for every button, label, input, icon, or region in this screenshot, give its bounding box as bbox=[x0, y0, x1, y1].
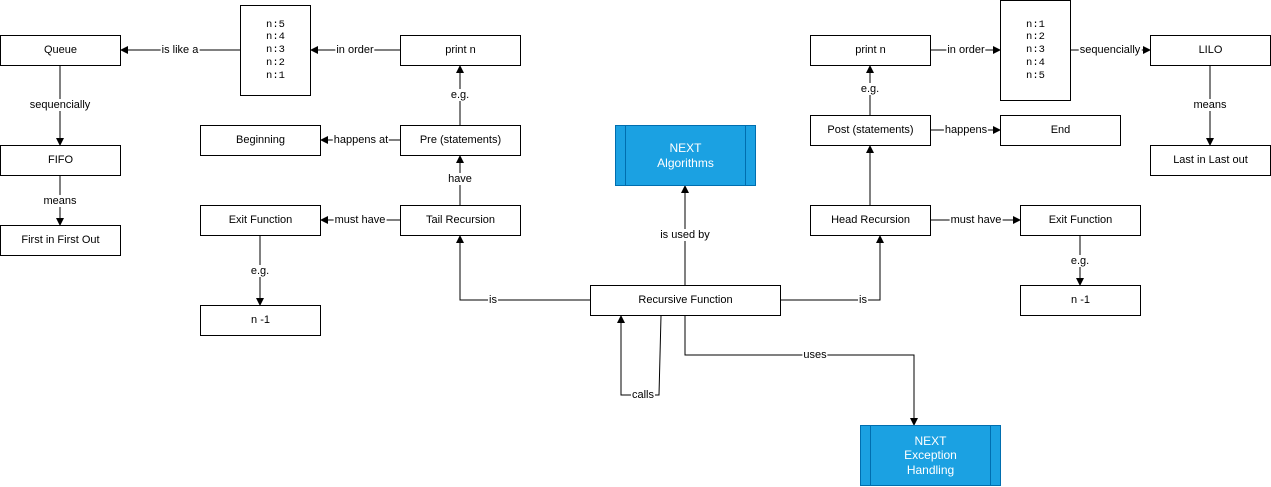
label-means-right: means bbox=[1192, 99, 1228, 111]
stack-right-item: n:4 bbox=[1026, 56, 1045, 69]
stack-right-item: n:5 bbox=[1026, 69, 1045, 82]
node-n-minus-1-right: n -1 bbox=[1020, 285, 1141, 316]
node-beginning: Beginning bbox=[200, 125, 321, 156]
edge-uses bbox=[684, 316, 918, 426]
stack-right-item: n:1 bbox=[1026, 18, 1045, 31]
label-uses: uses bbox=[802, 349, 828, 361]
node-next-algorithms[interactable]: NEXT Algorithms bbox=[615, 125, 756, 186]
node-pre-statements: Pre (statements) bbox=[400, 125, 521, 156]
node-stack-left: n:5 n:4 n:3 n:2 n:1 bbox=[240, 5, 311, 96]
label-is-head: is bbox=[858, 294, 868, 306]
node-first-in-first-out: First in First Out bbox=[0, 225, 121, 256]
label-must-have-left: must have bbox=[333, 214, 387, 226]
next-exception-line: NEXT bbox=[914, 433, 947, 448]
node-last-in-last-out: Last in Last out bbox=[1150, 145, 1271, 176]
stack-left-item: n:4 bbox=[266, 31, 285, 44]
label-eg-exit-right: e.g. bbox=[1069, 255, 1091, 267]
edge-is-tail bbox=[456, 235, 590, 301]
label-must-have-right: must have bbox=[949, 214, 1003, 226]
label-happens: happens bbox=[943, 124, 989, 136]
label-sequencially-left: sequencially bbox=[28, 99, 92, 111]
node-queue: Queue bbox=[0, 35, 121, 66]
stack-left-item: n:2 bbox=[266, 56, 285, 69]
node-end: End bbox=[1000, 115, 1121, 146]
label-calls: calls bbox=[630, 389, 656, 401]
node-next-exception-handling[interactable]: NEXT Exception Handling bbox=[860, 425, 1001, 486]
label-eg-print-right: e.g. bbox=[859, 83, 881, 95]
label-eg-print-left: e.g. bbox=[449, 89, 471, 101]
next-exception-line: Exception bbox=[904, 448, 957, 463]
next-algorithms-line: Algorithms bbox=[657, 155, 714, 170]
next-algorithms-line: NEXT bbox=[669, 141, 702, 156]
label-in-order-left: in order bbox=[335, 44, 375, 56]
label-is-used-by: is used by bbox=[659, 229, 711, 241]
stack-left-item: n:1 bbox=[266, 69, 285, 82]
label-sequencially-right: sequencially bbox=[1078, 44, 1142, 56]
node-print-n-right: print n bbox=[810, 35, 931, 66]
label-is-tail: is bbox=[488, 294, 498, 306]
edge-is-head bbox=[780, 235, 884, 301]
edge-calls bbox=[617, 315, 662, 396]
next-exception-line: Handling bbox=[906, 462, 955, 477]
label-is-like-a: is like a bbox=[160, 44, 200, 56]
label-happens-at: happens at bbox=[332, 134, 390, 146]
node-lilo: LILO bbox=[1150, 35, 1271, 66]
node-n-minus-1-left: n -1 bbox=[200, 305, 321, 336]
node-recursive-function: Recursive Function bbox=[590, 285, 781, 316]
node-print-n-left: print n bbox=[400, 35, 521, 66]
label-have: have bbox=[447, 173, 473, 185]
label-eg-exit-left: e.g. bbox=[249, 265, 271, 277]
label-in-order-right: in order bbox=[946, 44, 986, 56]
stack-right-item: n:2 bbox=[1026, 31, 1045, 44]
node-stack-right: n:1 n:2 n:3 n:4 n:5 bbox=[1000, 0, 1071, 101]
node-exit-function-right: Exit Function bbox=[1020, 205, 1141, 236]
node-exit-function-left: Exit Function bbox=[200, 205, 321, 236]
node-fifo: FIFO bbox=[0, 145, 121, 176]
node-tail-recursion: Tail Recursion bbox=[400, 205, 521, 236]
node-post-statements: Post (statements) bbox=[810, 115, 931, 146]
label-means-left: means bbox=[42, 195, 78, 207]
node-head-recursion: Head Recursion bbox=[810, 205, 931, 236]
stack-right-item: n:3 bbox=[1026, 44, 1045, 57]
stack-left-item: n:5 bbox=[266, 18, 285, 31]
stack-left-item: n:3 bbox=[266, 44, 285, 57]
